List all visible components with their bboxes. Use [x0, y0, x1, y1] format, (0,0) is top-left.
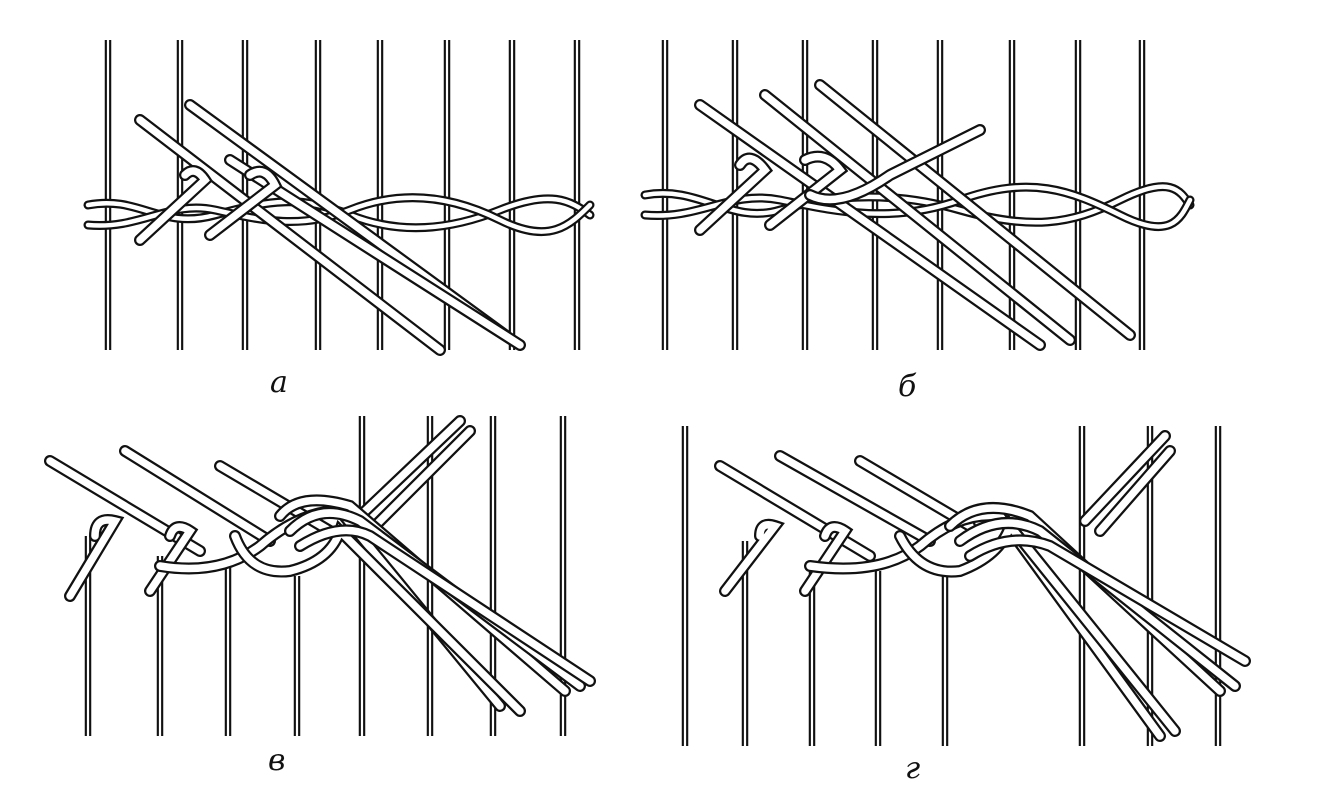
panel-label-a: а [270, 365, 288, 400]
panel-g: г [660, 406, 1319, 812]
panel-g-drawing [681, 426, 1251, 746]
rods-a [134, 99, 526, 356]
top-rods-v [354, 415, 476, 532]
panel-b: б [640, 0, 1319, 406]
panel-b-drawing [640, 40, 1195, 351]
panel-label-v: в [268, 743, 286, 778]
panel-label-b: б [898, 369, 917, 404]
panel-v-drawing [44, 415, 596, 736]
rods-v [44, 445, 596, 717]
panel-a: а [0, 0, 660, 406]
panel-v: в [0, 406, 660, 812]
stakes-g [681, 426, 1222, 746]
panel-a-drawing [83, 40, 595, 356]
stakes-a [104, 40, 581, 350]
top-rods-g [1079, 430, 1176, 537]
rods-g [714, 450, 1251, 742]
rods-b [694, 79, 1136, 351]
panel-label-g: г [905, 751, 921, 786]
